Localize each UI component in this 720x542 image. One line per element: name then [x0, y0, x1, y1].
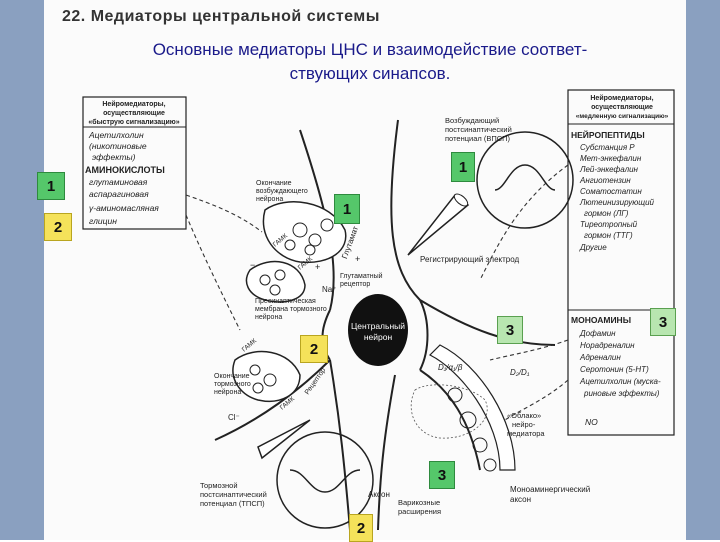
chapter-title: 22. Медиаторы центральной системы	[62, 8, 380, 25]
monoamine-3: Серотонин (5-НТ)	[580, 365, 649, 374]
cloud-label-1: «Облако»	[507, 411, 541, 420]
badge-right-3: 3	[650, 308, 676, 336]
left-box-item-3: АМИНОКИСЛОТЫ	[85, 165, 165, 175]
left-box-item-0: Ацетилхолин	[88, 130, 144, 140]
badge-mid-2: 2	[300, 335, 328, 363]
left-box-header-3: «быструю сигнализацию»	[88, 118, 179, 126]
plus-2: +	[315, 262, 320, 272]
gaba-terminal-lower: ГАМК ГАМК Рецептор Окончание тормозного …	[214, 337, 327, 422]
central-neuron-label-2: нейрон	[364, 332, 393, 342]
left-box-item-6: γ-аминомасляная	[89, 203, 159, 213]
axon-label: Аксон	[368, 490, 390, 499]
neuropeptide-5: Лютеинизирующий	[579, 198, 655, 207]
dashed-arrows	[185, 164, 569, 421]
title-line-1: Основные медиаторы ЦНС и взаимодействие …	[152, 40, 588, 59]
badge-left-2: 2	[44, 213, 72, 241]
left-box-item-1: (никотиновые	[89, 141, 147, 151]
badge-mid-3: 3	[497, 316, 523, 344]
monoaminergic-axon: D₁/α₁/β D₂/D₁ «Облако» нейро- медиатора …	[368, 344, 590, 516]
ipsp-oscilloscope: Тормозной постсинаптический потенциал (Т…	[200, 431, 374, 529]
monoamine-1: Норадреналин	[580, 341, 635, 350]
neuropeptide-7: Тиреотропный	[580, 220, 638, 229]
epsp-label-2: постсинаптический	[445, 125, 512, 134]
right-box-header-1: Нейромедиаторы,	[590, 94, 653, 102]
cloud-label-2: нейро-	[512, 420, 536, 429]
monoamine-4: Ацетилхолин (мускa-	[579, 377, 661, 386]
presyn-label-2: мембрана тормозного	[255, 305, 327, 313]
monoamine-2: Адреналин	[579, 353, 621, 362]
ipsp-label-3: потенциал (ТПСП)	[200, 499, 265, 508]
neuropeptide-2: Лей-энкефалин	[579, 165, 639, 174]
ipsp-label-1: Тормозной	[200, 481, 238, 490]
minus-1: −	[250, 260, 255, 270]
excit-terminal-label-2: возбуждающего	[256, 187, 308, 195]
badge-top-1: 1	[451, 152, 475, 182]
badge-left-1: 1	[37, 172, 65, 200]
neuropeptide-8: гормон (ТТГ)	[584, 231, 633, 240]
mono-axon-label-1: Моноаминергический	[510, 485, 590, 494]
glut-receptor-label-1: Глутаматный	[340, 272, 383, 280]
inhib-terminal-label-1: Окончание	[214, 373, 250, 380]
no-label: NO	[585, 417, 598, 427]
presyn-label-1: Пресинаптическая	[255, 298, 316, 305]
excitatory-terminal: Окончание возбуждающего нейрона Глутамат…	[256, 180, 383, 294]
excit-terminal-label-1: Окончание	[256, 180, 292, 187]
neuropeptide-3: Ангиотензин	[579, 176, 631, 185]
gaba-terminal-upper: ГАМК ГАМК Пресинаптическая мембрана торм…	[245, 232, 327, 321]
monoamines-title: МОНОАМИНЫ	[571, 315, 631, 325]
right-box-header-2: осуществляющие	[591, 104, 653, 111]
left-box-header-2: осуществляющие	[103, 110, 165, 117]
slide-title: Основные медиаторы ЦНС и взаимодействие …	[80, 38, 660, 86]
left-box-item-5: аспарагиновая	[89, 189, 149, 199]
neuropeptides-title: НЕЙРОПЕПТИДЫ	[571, 129, 645, 140]
inhib-terminal-label-2: тормозного	[214, 381, 251, 388]
title-line-2: ствующих синапсов.	[289, 64, 451, 83]
left-box-item-2: эффекты)	[92, 152, 136, 162]
varicose-label-1: Варикозные	[398, 498, 440, 507]
neuropeptide-9: Другие	[579, 243, 607, 252]
monoamine-5: риновые эффекты)	[583, 389, 660, 398]
inhib-terminal-label-3: нейрона	[214, 388, 241, 396]
varicose-label-2: расширения	[398, 507, 441, 516]
electrode-label: Регистрирующий электрод	[420, 255, 520, 264]
left-mediator-box: Нейромедиаторы, осуществляющие «быструю …	[82, 96, 187, 230]
left-box-header-1: Нейромедиаторы,	[102, 100, 165, 108]
central-neuron-nucleus: Центральный нейрон	[348, 294, 408, 366]
epsp-oscilloscope: Возбуждающий постсинаптический потенциал…	[445, 116, 574, 229]
neuropeptide-0: Субстанция Р	[580, 143, 635, 152]
mono-axon-label-2: аксон	[510, 495, 531, 504]
neuropeptide-1: Мет-энкефалин	[580, 154, 642, 163]
neuropeptide-4: Соматостатин	[580, 187, 642, 196]
monoamine-0: Дофамин	[579, 329, 616, 338]
central-neuron-label-1: Центральный	[351, 321, 405, 331]
epsp-label-1: Возбуждающий	[445, 116, 499, 125]
presyn-label-3: нейрона	[255, 313, 282, 321]
d2-receptor-label: D₂/D₁	[510, 368, 530, 377]
ipsp-label-2: постсинаптический	[200, 490, 267, 499]
epsp-label-3: потенциал (ВПСП)	[445, 134, 511, 143]
cloud-label-3: медиатора	[507, 429, 545, 438]
recording-electrode: Регистрирующий электрод	[407, 193, 520, 264]
badge-bottom-3: 3	[429, 461, 455, 489]
d1-receptor-label: D₁/α₁/β	[438, 363, 463, 372]
inhibitory-electrode	[257, 419, 311, 460]
plus-1: +	[355, 254, 360, 264]
right-frame	[686, 0, 720, 540]
badge-bottom-2: 2	[349, 514, 373, 542]
right-mediator-box: Нейромедиаторы, осуществляющие «медленну…	[567, 89, 675, 436]
glut-receptor-label-2: рецептор	[340, 281, 370, 288]
badge-mid-1: 1	[334, 194, 360, 224]
cl-label: Cl⁻	[228, 413, 240, 422]
left-frame	[0, 0, 44, 540]
gaba-label-3: ГАМК	[241, 337, 258, 353]
na-label: Na⁺	[322, 285, 336, 294]
excit-terminal-label-3: нейрона	[256, 195, 283, 203]
left-box-item-7: глицин	[89, 216, 117, 226]
neuropeptide-6: гормон (ЛГ)	[584, 209, 629, 218]
left-box-item-4: глутаминовая	[89, 177, 148, 187]
right-box-header-3: «медленную сигнализацию»	[576, 113, 669, 120]
